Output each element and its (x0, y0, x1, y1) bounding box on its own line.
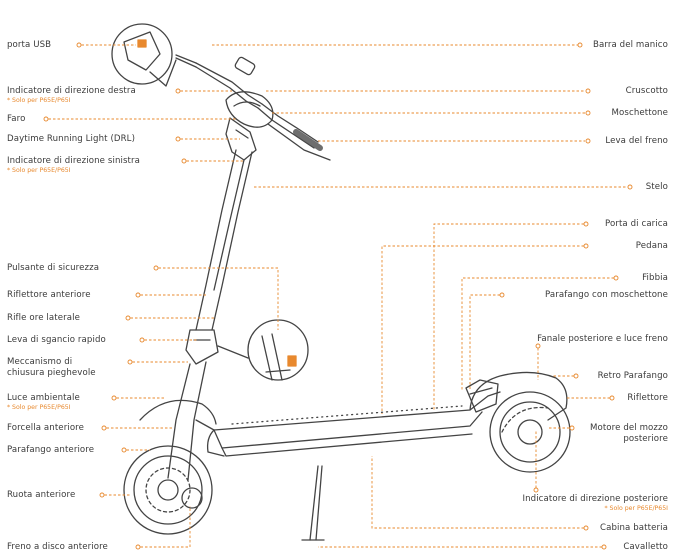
label-barra-manico: Barra del manico (593, 40, 668, 50)
scooter-outline (111, 23, 571, 541)
label-meccanismo-2: chiusura pieghevole (7, 368, 96, 378)
label-faro: Faro (7, 114, 26, 124)
label-drl: Daytime Running Light (DRL) (7, 134, 136, 144)
label-ruota-anteriore: Ruota anteriore (7, 490, 76, 500)
label-leva-freno: Leva del freno (605, 136, 668, 146)
label-riflettore-laterale: Rifle ore laterale (7, 313, 80, 323)
label-freno-disco: Freno a disco anteriore (7, 542, 108, 552)
note-indicatore-posteriore: * Solo per P65E/P65I (604, 505, 668, 512)
label-indicatore-sinistra: Indicatore di direzione sinistra (7, 156, 141, 166)
label-retro-parafango: Retro Parafango (597, 371, 668, 381)
label-indicatore-posteriore: Indicatore di direzione posteriore (522, 494, 668, 504)
leader-markers (43, 42, 633, 550)
label-parafango-moschettone: Parafango con moschettone (544, 290, 668, 300)
label-meccanismo-1: Meccanismo di (7, 357, 73, 367)
label-motore-mozzo-1: Motore del mozzo (589, 423, 668, 433)
label-riflettore-anteriore: Riflettore anteriore (7, 290, 91, 300)
label-fibbia: Fibbia (642, 273, 668, 283)
label-leva-sgancio: Leva di sgancio rapido (7, 335, 106, 345)
label-luce-ambientale: Luce ambientale (7, 393, 80, 403)
leader-lines (44, 44, 628, 548)
label-porta-usb: porta USB (7, 40, 52, 50)
label-stelo: Stelo (645, 182, 668, 192)
label-fanale-posteriore: Fanale posteriore e luce freno (537, 334, 668, 344)
label-cavalletto: Cavalletto (623, 542, 668, 552)
label-riflettore: Riflettore (627, 393, 668, 403)
label-cruscotto: Cruscotto (625, 86, 668, 96)
label-porta-carica: Porta di carica (604, 219, 668, 229)
label-parafango-anteriore: Parafango anteriore (7, 445, 95, 455)
label-cabina-batteria: Cabina batteria (600, 523, 668, 533)
label-indicatore-destra: Indicatore di direzione destra (7, 86, 136, 96)
note-indicatore-sinistra: * Solo per P65E/P65I (7, 167, 71, 174)
note-luce-ambientale: * Solo per P65E/P65I (7, 404, 71, 411)
label-pulsante-sicurezza: Pulsante di sicurezza (7, 263, 100, 273)
label-forcella-anteriore: Forcella anteriore (7, 423, 85, 433)
label-motore-mozzo-2: posteriore (623, 434, 668, 444)
label-pedana: Pedana (635, 241, 668, 251)
note-indicatore-destra: * Solo per P65E/P65I (7, 97, 71, 104)
label-moschettone: Moschettone (611, 108, 668, 118)
